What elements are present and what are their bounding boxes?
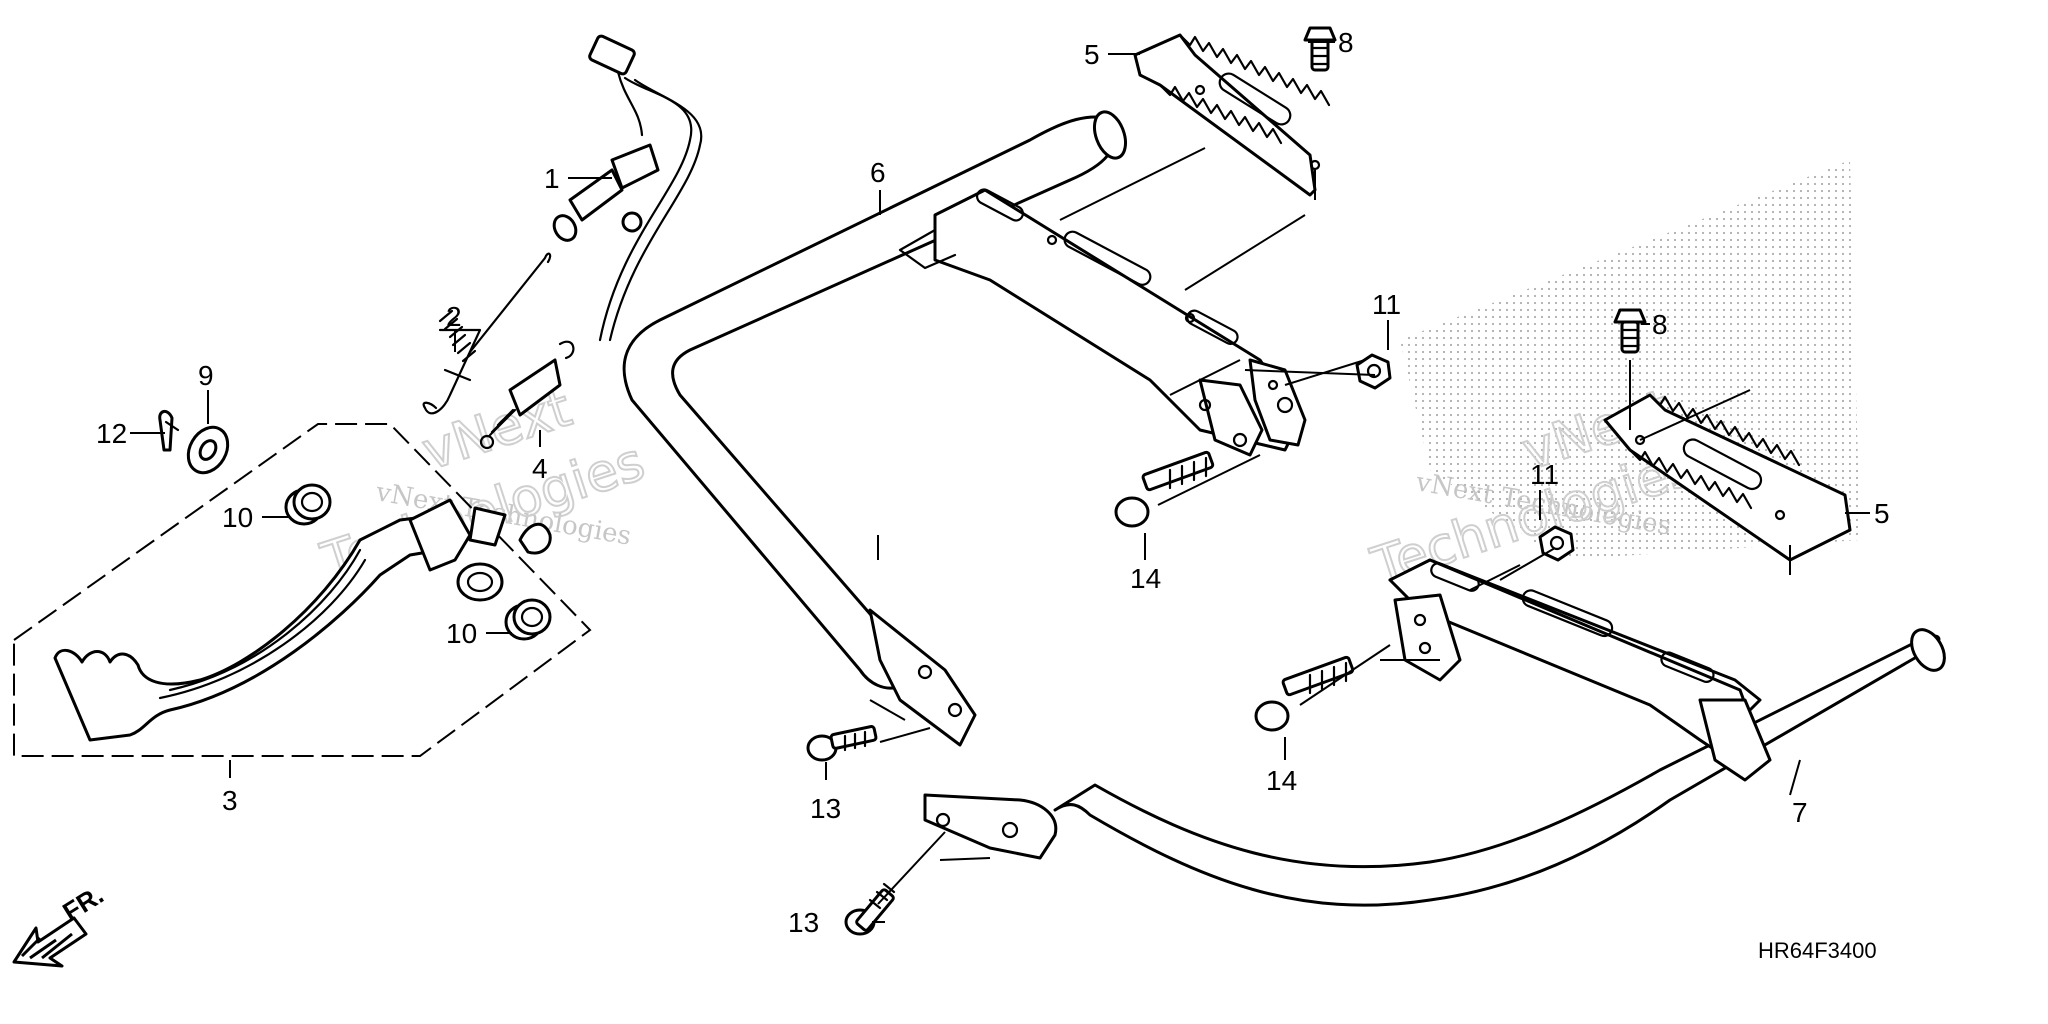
part-5-footrest-lower xyxy=(1603,393,1852,562)
part-10-bushing-upper xyxy=(284,483,332,526)
callout-13-upper: 13 xyxy=(810,793,841,824)
part-13-bolt-lower xyxy=(844,882,896,936)
callout-4: 4 xyxy=(532,453,548,484)
part-12-cotter-pin xyxy=(158,410,180,452)
callout-8-lower: 8 xyxy=(1652,309,1668,340)
callout-9: 9 xyxy=(198,360,214,391)
diagram-code: HR64F3400 xyxy=(1758,938,1877,963)
callout-1: 1 xyxy=(544,163,560,194)
callout-6: 6 xyxy=(870,157,886,188)
part-7-step-guard-pipe xyxy=(923,558,1946,907)
part-6-step-guard-pipe xyxy=(622,110,1307,747)
callout-12: 12 xyxy=(96,418,127,449)
callout-10-lower: 10 xyxy=(446,618,477,649)
part-4-spring xyxy=(479,340,575,450)
callout-11-upper: 11 xyxy=(1372,289,1401,320)
callout-10-upper: 10 xyxy=(222,502,253,533)
callout-7: 7 xyxy=(1792,797,1808,828)
callout-14-lower: 14 xyxy=(1266,765,1297,796)
callout-leaders xyxy=(130,41,1870,923)
callout-8-upper: 8 xyxy=(1338,27,1354,58)
part-10-bushing-lower xyxy=(504,598,552,641)
callout-13-lower: 13 xyxy=(788,907,819,938)
callout-11-lower: 11 xyxy=(1530,459,1559,490)
part-11-nut-lower xyxy=(1538,525,1575,562)
callout-2: 2 xyxy=(446,301,462,332)
callout-labels: 1 2 3 4 5 5 6 7 8 8 9 10 10 11 11 12 13 … xyxy=(96,27,1890,938)
assembly-lines xyxy=(869,147,1791,905)
part-8-bolt-upper xyxy=(1303,26,1337,72)
front-label: FR. xyxy=(57,879,108,927)
part-11-nut-upper xyxy=(1355,353,1392,390)
callout-14-upper: 14 xyxy=(1130,563,1161,594)
part-2-spring xyxy=(422,252,552,415)
callout-5-lower: 5 xyxy=(1874,498,1890,529)
arrow-icon xyxy=(12,916,88,968)
part-14-bolt-lower xyxy=(1254,655,1355,732)
part-14-bolt-upper xyxy=(1114,450,1215,528)
part-8-bolt-lower xyxy=(1613,308,1647,354)
part-5-footrest-upper xyxy=(1133,33,1331,197)
callout-5-upper: 5 xyxy=(1084,39,1100,70)
front-direction-arrow: FR. xyxy=(12,879,109,968)
part-1-switch xyxy=(552,34,703,342)
part-9-washer xyxy=(186,425,230,475)
part-3-pedal-assembly xyxy=(13,423,592,757)
callout-3: 3 xyxy=(222,785,238,816)
part-13-bolt-upper xyxy=(806,725,878,762)
